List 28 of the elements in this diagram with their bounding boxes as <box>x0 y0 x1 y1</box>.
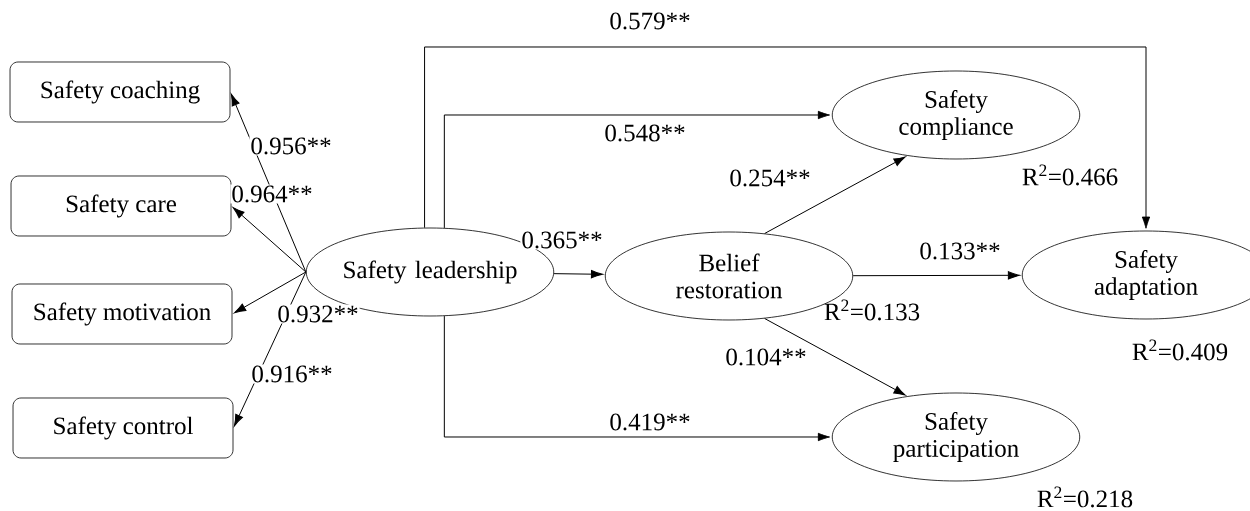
arrow <box>852 271 1020 280</box>
arrow <box>234 271 307 314</box>
arrow <box>764 318 906 396</box>
edge-label: 0.133** <box>918 241 1002 261</box>
edge-label: 0.916** <box>250 364 334 384</box>
edge-label: 0.104** <box>724 347 808 367</box>
r-squared-label: R$^{2}$=0.409 <box>1132 339 1228 361</box>
edge-label: 0.365** <box>520 230 604 250</box>
arrow <box>232 207 307 273</box>
edge-label: 0.419** <box>608 412 692 432</box>
r-squared-label: R$^{2}$=0.133 <box>824 299 920 321</box>
dimension-box: Safety care <box>10 175 232 237</box>
dimension-box: Safety motivation <box>11 283 233 345</box>
edge-label: 0.932** <box>276 304 360 324</box>
arrow <box>553 269 604 279</box>
dimension-box: Safety control <box>12 397 234 459</box>
edge-label: 0.956** <box>249 136 333 156</box>
r-squared-label: R$^{2}$=0.466 <box>1022 164 1118 186</box>
r-squared-label: R$^{2}$=0.218 <box>1037 486 1133 508</box>
edge-label: 0.548** <box>603 123 687 143</box>
edge-label: 0.579** <box>608 11 692 31</box>
arrow <box>764 156 906 234</box>
dimension-box: Safety coaching <box>9 61 231 123</box>
arrow <box>443 110 830 229</box>
arrow <box>443 315 830 442</box>
edge-label: 0.254** <box>728 168 812 188</box>
arrow <box>424 46 1151 229</box>
edge-label: 0.964** <box>230 184 314 204</box>
